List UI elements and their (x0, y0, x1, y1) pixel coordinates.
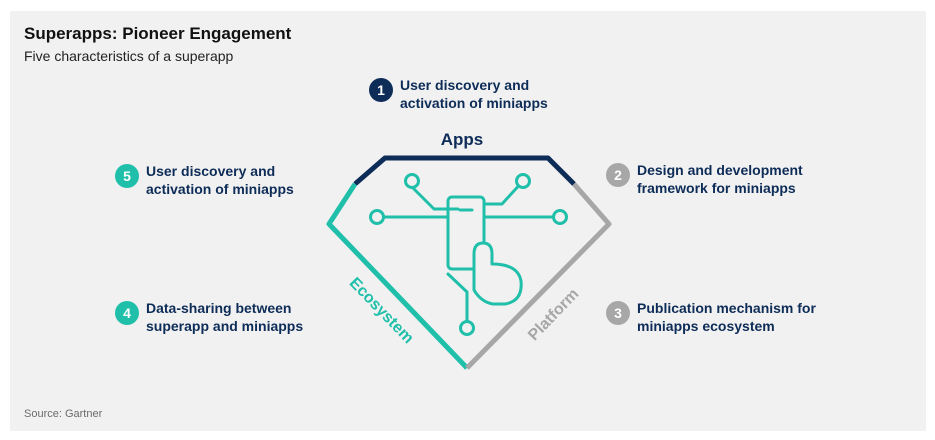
figure-subtitle: Five characteristics of a superapp (24, 48, 234, 64)
characteristic-5-text: User discovery and activation of miniapp… (146, 163, 294, 197)
number-badge-1: 1 (369, 78, 393, 102)
number-badge-5: 5 (115, 164, 139, 188)
number-badge-3: 3 (606, 301, 630, 325)
characteristic-1-text: User discovery and activation of miniapp… (400, 77, 548, 111)
ecosystem-label: Ecosystem (346, 275, 417, 348)
characteristic-2: 2 Design and development framework for m… (606, 161, 837, 197)
characteristic-4-text: Data-sharing between superapp and miniap… (146, 300, 304, 334)
platform-label: Platform (525, 286, 582, 344)
characteristic-1: 1 User discovery and activation of minia… (369, 76, 568, 112)
apps-label: Apps (441, 130, 484, 149)
number-badge-2: 2 (606, 163, 630, 187)
miniapp-network-hand-icon (369, 173, 568, 336)
characteristic-3: 3 Publication mechanism for miniapps eco… (606, 299, 837, 335)
number-badge-4: 4 (115, 301, 139, 325)
characteristic-3-text: Publication mechanism for miniapps ecosy… (637, 300, 816, 334)
figure-title: Superapps: Pioneer Engagement (24, 24, 292, 43)
characteristic-2-text: Design and development framework for min… (637, 162, 803, 196)
characteristic-5: 5 User discovery and activation of minia… (115, 162, 314, 198)
platform-segment (465, 182, 612, 370)
ecosystem-segment (326, 182, 469, 370)
figure-panel (10, 11, 926, 431)
apps-segment (353, 155, 576, 186)
characteristic-4: 4 Data-sharing between superapp and mini… (115, 299, 331, 335)
source-note: Source: Gartner (24, 408, 103, 420)
